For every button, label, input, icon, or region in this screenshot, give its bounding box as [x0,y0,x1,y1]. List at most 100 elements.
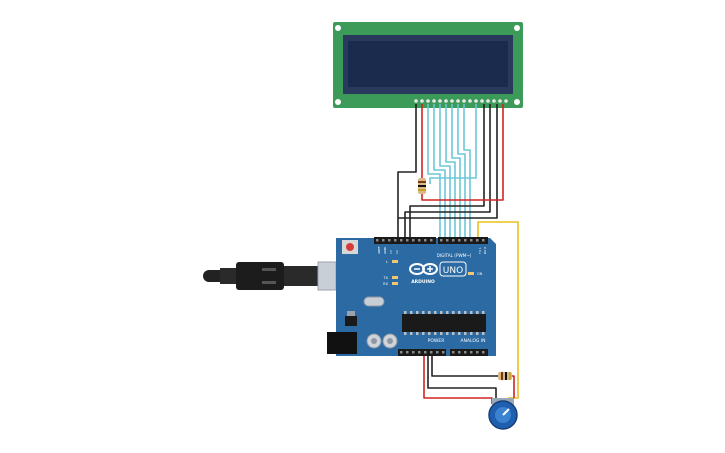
header-pin [482,239,485,242]
led-l [392,260,398,263]
digital-header-left [374,237,436,244]
lcd-pin [450,99,454,103]
wire-lcd-d7 [463,104,471,237]
chip-leg [440,332,443,335]
header-pin [482,351,485,354]
header-pin [470,239,473,242]
led-tx [392,276,398,279]
header-pin [406,239,409,242]
pin13-label: 13 [389,250,393,254]
lcd-pin [474,99,478,103]
voltage-regulator [345,316,357,326]
uno-badge [439,261,467,277]
header-pin [382,239,385,242]
reset-button[interactable] [346,243,354,251]
chip-leg [434,332,437,335]
cable-strain-relief [203,270,225,282]
header-pin [470,351,473,354]
header-pin [442,351,445,354]
led-rx [392,282,398,285]
lcd-pin [492,99,496,103]
header-pin [430,239,433,242]
wire-gnd-2 [404,104,491,237]
lcd-screen [348,41,508,87]
led-tx-label: TX [382,276,388,280]
digital-header-label: DIGITAL (PWM~) [437,253,472,258]
analog-header [450,349,488,356]
chip-leg [416,332,419,335]
header-pin [388,239,391,242]
analog-header-label: ANALOG IN [460,338,485,344]
wire-resistor-gnd [431,355,498,377]
usb-connector [317,261,337,291]
power-jack [327,332,357,354]
chip-leg [464,332,467,335]
chip-leg [470,332,473,335]
lcd-pin [426,99,430,103]
chip-leg [458,311,461,314]
header-pin [452,239,455,242]
header-pin [446,239,449,242]
lcd-pin [414,99,418,103]
header-pin [476,351,479,354]
chip-leg [422,332,425,335]
wire-gnd-3 [409,104,485,237]
pin12-label: 12 [395,250,399,254]
lcd-pin [462,99,466,103]
lcd-pin [504,99,508,103]
chip-leg [464,311,467,314]
digital-header-right [438,237,488,244]
usb-plug-body [236,262,284,290]
wire-lcd-e [439,104,451,237]
chip-leg [428,332,431,335]
header-pin [418,239,421,242]
lcd-pin [438,99,442,103]
led-on [468,272,474,275]
header-pin [464,351,467,354]
lcd-mount-hole [514,99,520,105]
atmega-chip [402,314,486,332]
pot-indicator [502,408,510,416]
power-header [398,349,446,356]
header-pin [406,351,409,354]
chip-leg [476,332,479,335]
lcd-mount-hole [335,25,341,31]
chip-leg [434,311,437,314]
chip-leg [476,311,479,314]
chip-leg [482,311,485,314]
rx-pin-label: RX 0 [483,247,487,254]
chip-leg [410,311,413,314]
header-pin [452,351,455,354]
chip-leg [428,311,431,314]
tx-pin-label: TX 1 [478,247,482,255]
wire-vcc-backlight [421,104,504,201]
chip-leg [470,311,473,314]
header-pin [400,239,403,242]
wires [397,104,519,404]
chip-leg [446,332,449,335]
chip-leg [482,332,485,335]
header-pin [394,239,397,242]
header-pin [464,239,467,242]
chip-leg [404,311,407,314]
header-pin [412,351,415,354]
model-label: UNO [443,266,463,276]
lcd-pin [444,99,448,103]
header-pin [400,351,403,354]
lcd-pin [486,99,490,103]
header-pin [440,239,443,242]
power-header-label: POWER [428,338,445,344]
chip-leg [410,332,413,335]
chip-leg [404,332,407,335]
header-pin [458,239,461,242]
wire-lcd-rw [429,104,477,184]
header-pin [412,239,415,242]
header-pin [476,239,479,242]
potentiometer[interactable] [488,398,518,430]
chip-leg [452,332,455,335]
lcd-pin-header [414,99,508,103]
chip-leg [416,311,419,314]
lcd-pin [432,99,436,103]
lcd-pin [456,99,460,103]
